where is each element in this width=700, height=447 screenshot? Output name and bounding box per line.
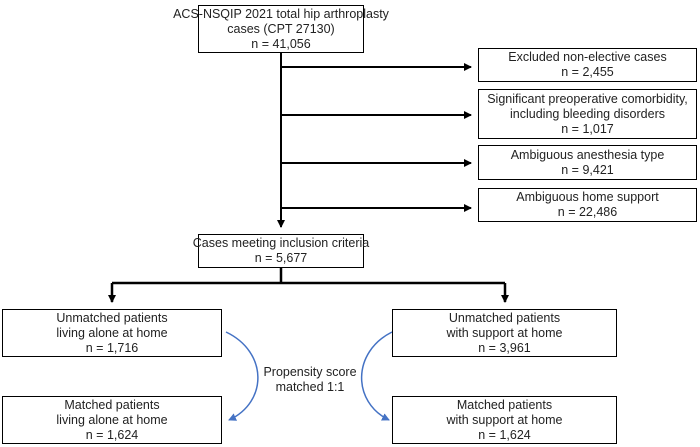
unmatched-alone-line2: living alone at home (56, 325, 168, 340)
exclusion-4-label: Ambiguous home support (516, 190, 659, 204)
matched-support-line1: Matched patients (456, 397, 553, 412)
unmatched-support-count: n = 3,961 (478, 340, 531, 355)
exclusion-2-line1: Significant preoperative comorbidity, (487, 91, 688, 106)
matched-support-line2: with support at home (446, 412, 563, 427)
exclusion-1-label: Excluded non-elective cases (508, 50, 667, 64)
matching-label: Propensity score matched 1:1 (258, 365, 362, 395)
source-count: n = 41,056 (251, 36, 311, 51)
exclusion-2-count: n = 1,017 (561, 121, 614, 136)
unmatched-support-line2: with support at home (446, 325, 563, 340)
matched-alone-count: n = 1,624 (85, 427, 139, 442)
inclusion-label: Cases meeting inclusion criteria (192, 236, 370, 250)
inclusion-count: n = 5,677 (254, 251, 308, 265)
matching-line2: matched 1:1 (275, 380, 345, 394)
unmatched-support-line1: Unmatched patients (448, 310, 561, 325)
source-line1: ACS-NSQIP 2021 total hip arthroplasty (173, 6, 389, 21)
unmatched-support-box: Unmatched patients with support at home … (392, 309, 617, 357)
exclusion-1-count: n = 2,455 (561, 65, 614, 79)
matched-support-count: n = 1,624 (478, 427, 531, 442)
matched-alone-line2: living alone at home (56, 412, 168, 427)
exclusion-box-2: Significant preoperative comorbidity, in… (478, 89, 697, 139)
inclusion-box: Cases meeting inclusion criteria n = 5,6… (193, 234, 369, 268)
exclusion-3-count: n = 9,421 (561, 162, 614, 177)
unmatched-alone-count: n = 1,716 (85, 340, 139, 355)
exclusion-box-4: Ambiguous home support n = 22,486 (478, 188, 697, 222)
exclusion-2-line2: including bleeding disorders (510, 106, 665, 121)
unmatched-alone-box: Unmatched patients living alone at home … (2, 309, 222, 357)
exclusion-4-count: n = 22,486 (557, 205, 618, 219)
unmatched-alone-line1: Unmatched patients (56, 310, 168, 325)
matched-support-box: Matched patients with support at home n … (392, 396, 617, 444)
matching-arrow-left (225, 331, 259, 421)
matched-alone-box: Matched patients living alone at home n … (2, 396, 222, 444)
exclusion-box-3: Ambiguous anesthesia type n = 9,421 (478, 145, 697, 180)
exclusion-3-label: Ambiguous anesthesia type (510, 147, 665, 162)
source-box: ACS-NSQIP 2021 total hip arthroplasty ca… (173, 5, 389, 53)
matching-arrow-right (360, 331, 393, 421)
exclusion-box-1: Excluded non-elective cases n = 2,455 (478, 48, 697, 82)
matching-line1: Propensity score (263, 365, 357, 379)
matched-alone-line1: Matched patients (64, 397, 160, 412)
source-line2: cases (CPT 27130) (227, 21, 335, 36)
